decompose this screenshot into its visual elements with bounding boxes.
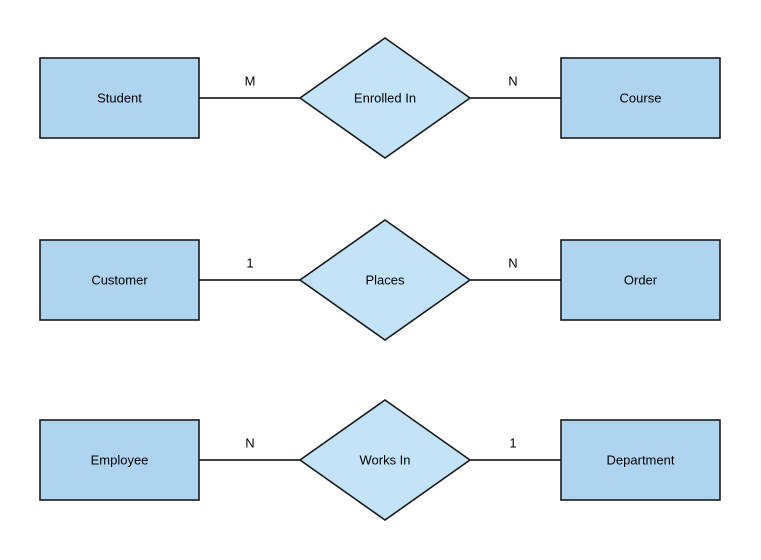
entity-label: Department — [607, 452, 675, 467]
relationship-label: Works In — [359, 452, 410, 467]
relationship-diamond[interactable] — [298, 219, 472, 341]
entity-box[interactable] — [39, 57, 200, 139]
cardinality-left: N — [245, 435, 254, 450]
entity-label: Student — [97, 90, 142, 105]
relationship-enrolled-in[interactable]: Enrolled In — [298, 37, 472, 159]
relationship-diamond[interactable] — [298, 399, 472, 521]
cardinality-right: N — [508, 255, 517, 270]
er-row-customer-order: Customer Places Order 1 N — [39, 219, 721, 341]
entity-label: Order — [624, 272, 658, 287]
relationship-places[interactable]: Places — [298, 219, 472, 341]
entity-box[interactable] — [39, 419, 200, 501]
entity-student[interactable]: Student — [39, 57, 200, 139]
entity-box[interactable] — [560, 419, 721, 501]
entity-order[interactable]: Order — [560, 239, 721, 321]
entity-course[interactable]: Course — [560, 57, 721, 139]
cardinality-left: 1 — [246, 255, 253, 270]
cardinality-right: 1 — [509, 435, 516, 450]
entity-employee[interactable]: Employee — [39, 419, 200, 501]
entity-customer[interactable]: Customer — [39, 239, 200, 321]
entity-label: Customer — [91, 272, 148, 287]
entity-department[interactable]: Department — [560, 419, 721, 501]
entity-box[interactable] — [560, 239, 721, 321]
entity-label: Employee — [91, 452, 149, 467]
entity-box[interactable] — [39, 239, 200, 321]
er-row-employee-department: Employee Works In Department N 1 — [39, 399, 721, 521]
entity-label: Course — [620, 90, 662, 105]
entity-box[interactable] — [560, 57, 721, 139]
cardinality-right: N — [508, 73, 517, 88]
relationship-works-in[interactable]: Works In — [298, 399, 472, 521]
relationship-diamond[interactable] — [298, 37, 472, 159]
relationship-label: Enrolled In — [354, 90, 416, 105]
er-row-student-course: Student Enrolled In Course M N — [39, 37, 721, 159]
cardinality-left: M — [245, 73, 256, 88]
relationship-label: Places — [365, 272, 405, 287]
